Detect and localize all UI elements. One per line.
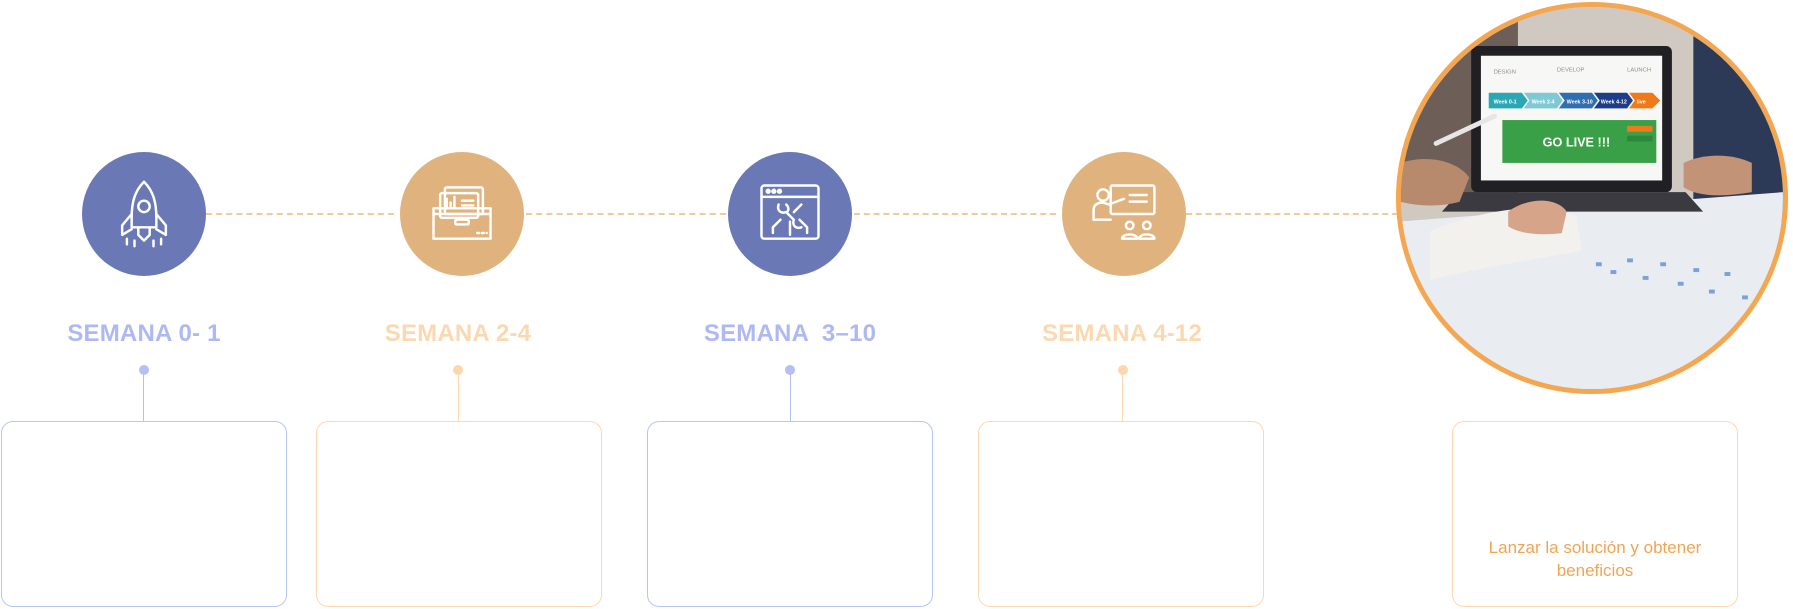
connector-stem — [1122, 373, 1123, 421]
folder-documents-icon — [400, 152, 524, 276]
final-step-card: Lanzar la solución y obtener beneficios — [1452, 421, 1738, 607]
phase-label: LAUNCH — [1627, 67, 1651, 73]
phase-label: DESIGN — [1494, 69, 1516, 75]
week-label: Week 2-4 — [1532, 99, 1555, 105]
final-step-text: Lanzar la solución y obtener beneficios — [1488, 538, 1702, 580]
phase-label: DEVELOP — [1557, 67, 1585, 73]
rocket-icon — [82, 152, 206, 276]
connector-stem — [790, 373, 791, 421]
week-label: Week 0-1 — [1494, 99, 1517, 105]
step-label: SEMANA 4-12 — [1041, 320, 1203, 347]
step-label: SEMANA 3–10 — [703, 320, 877, 347]
presentation-audience-icon — [1062, 152, 1186, 276]
step-label: SEMANA 2-4 — [384, 320, 532, 347]
go-live-photo: DESIGN DEVELOP LAUNCH Week 0-1 Week 2-4 … — [1396, 2, 1788, 394]
connector-dot — [1118, 365, 1128, 375]
step-card — [978, 421, 1264, 607]
connector-dot — [139, 365, 149, 375]
step-card — [647, 421, 933, 607]
connector-stem — [458, 373, 459, 421]
week-label: Week 3-10 — [1567, 99, 1593, 105]
dashed-connector — [854, 213, 1056, 215]
week-label: live — [1637, 99, 1646, 105]
dashed-connector — [526, 213, 726, 215]
connector-stem — [143, 373, 144, 421]
browser-tools-icon — [728, 152, 852, 276]
dashed-connector — [206, 213, 394, 215]
connector-dot — [785, 365, 795, 375]
step-card — [316, 421, 602, 607]
week-label: Week 4-12 — [1601, 99, 1627, 105]
step-label: SEMANA 0- 1 — [67, 320, 221, 347]
connector-dot — [453, 365, 463, 375]
go-live-headline: GO LIVE !!! — [1543, 135, 1611, 149]
step-card — [1, 421, 287, 607]
dashed-connector — [1186, 213, 1398, 215]
